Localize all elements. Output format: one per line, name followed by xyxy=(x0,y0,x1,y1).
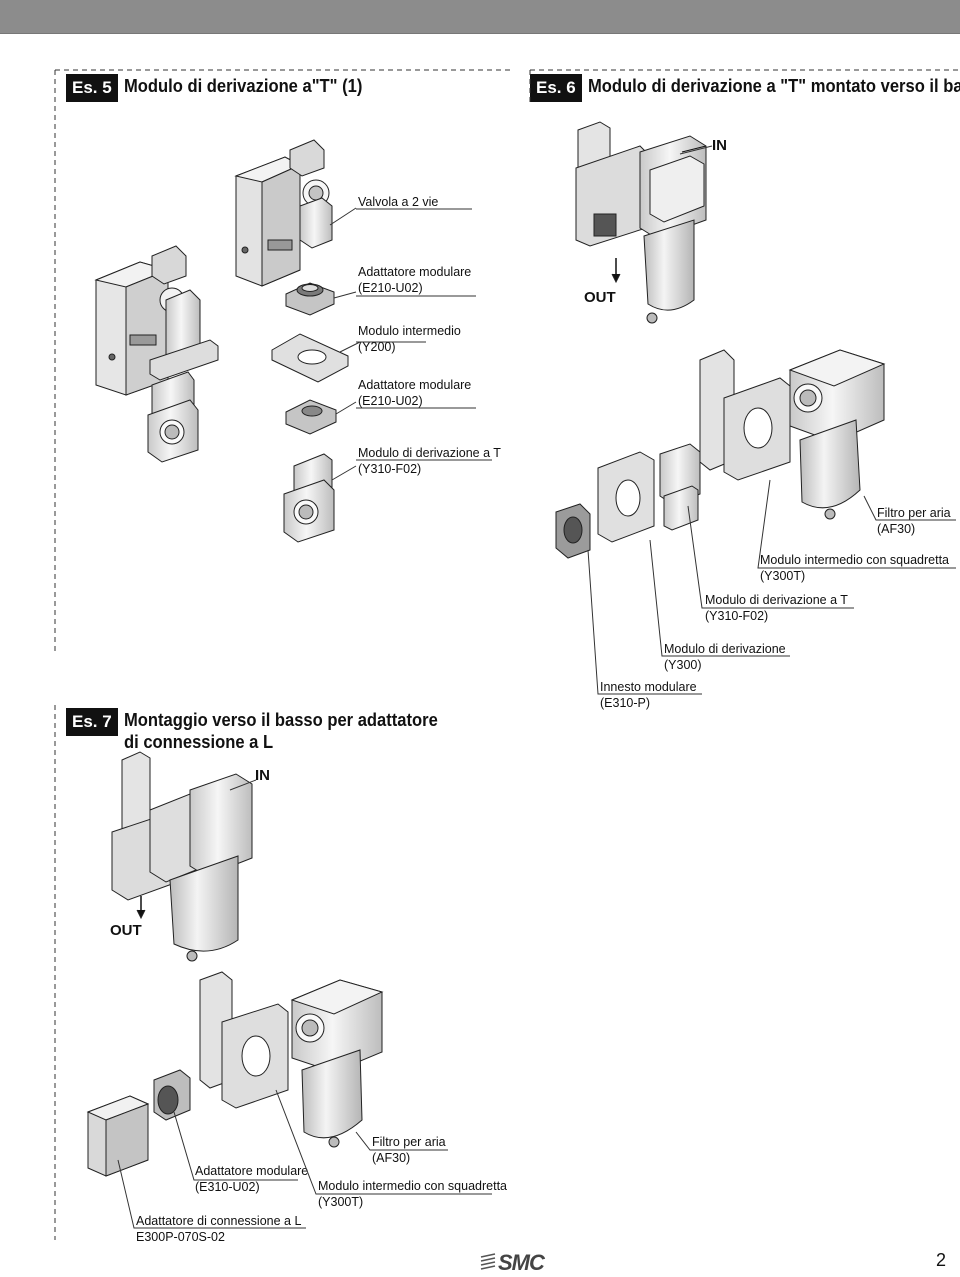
page-number: 2 xyxy=(936,1250,947,1270)
es7-label-filter: Filtro per aria(AF30) xyxy=(372,1135,446,1165)
es6-label-tee: Modulo di derivazione a T(Y310-F02) xyxy=(705,593,848,623)
es6-title: Modulo di derivazione a "T" montato vers… xyxy=(588,76,960,96)
es7-title-line1: Montaggio verso il basso per adattatore xyxy=(124,710,438,730)
es6-exploded-parts xyxy=(555,349,886,559)
es7-label-intermediate-bracket: Modulo intermedio con squadretta(Y300T) xyxy=(318,1179,508,1209)
es6-label-fitting: Innesto modulare(E310-P) xyxy=(600,680,697,710)
es7-out-label: OUT xyxy=(110,922,142,939)
es6-label-filter: Filtro per aria(AF30) xyxy=(877,506,951,536)
es7-badge: Es. 7 xyxy=(66,708,118,736)
es5-assembled-valve xyxy=(94,245,219,463)
es6-label-intermediate-bracket: Modulo intermedio con squadretta(Y300T) xyxy=(760,553,950,583)
es5-exploded-parts xyxy=(234,139,361,543)
es5-label-valve: Valvola a 2 vie xyxy=(358,195,439,209)
es6-in-label: IN xyxy=(712,137,727,154)
smc-logo: SMC xyxy=(478,1250,545,1276)
es6-out-label: OUT xyxy=(584,289,616,306)
es7-label-adapter: Adattatore modulare(E310-U02) xyxy=(195,1164,309,1194)
top-bar xyxy=(0,0,960,34)
es5-leaders xyxy=(356,208,492,461)
es6-assembled-unit xyxy=(575,121,707,324)
es5-label-adapter-2: Adattatore modulare(E210-U02) xyxy=(358,378,472,408)
es6-leaders xyxy=(587,145,956,695)
section-frames xyxy=(54,69,960,1240)
es5-badge: Es. 5 xyxy=(66,74,118,102)
es7-leaders xyxy=(117,1089,492,1229)
es7-exploded-parts xyxy=(86,971,384,1177)
es7-in-label: IN xyxy=(255,767,270,784)
es6-label-derivation: Modulo di derivazione(Y300) xyxy=(664,642,786,672)
es5-label-adapter-1: Adattatore modulare(E210-U02) xyxy=(358,265,472,295)
es6-badge: Es. 6 xyxy=(530,74,582,102)
es7-assembled-unit xyxy=(111,751,257,962)
es5-title: Modulo di derivazione a"T" (1) xyxy=(124,76,363,96)
es5-label-tee: Modulo di derivazione a T(Y310-F02) xyxy=(358,446,501,476)
es5-label-intermediate: Modulo intermedio(Y200) xyxy=(358,324,461,354)
es7-title-line2: di connessione a L xyxy=(124,732,274,752)
